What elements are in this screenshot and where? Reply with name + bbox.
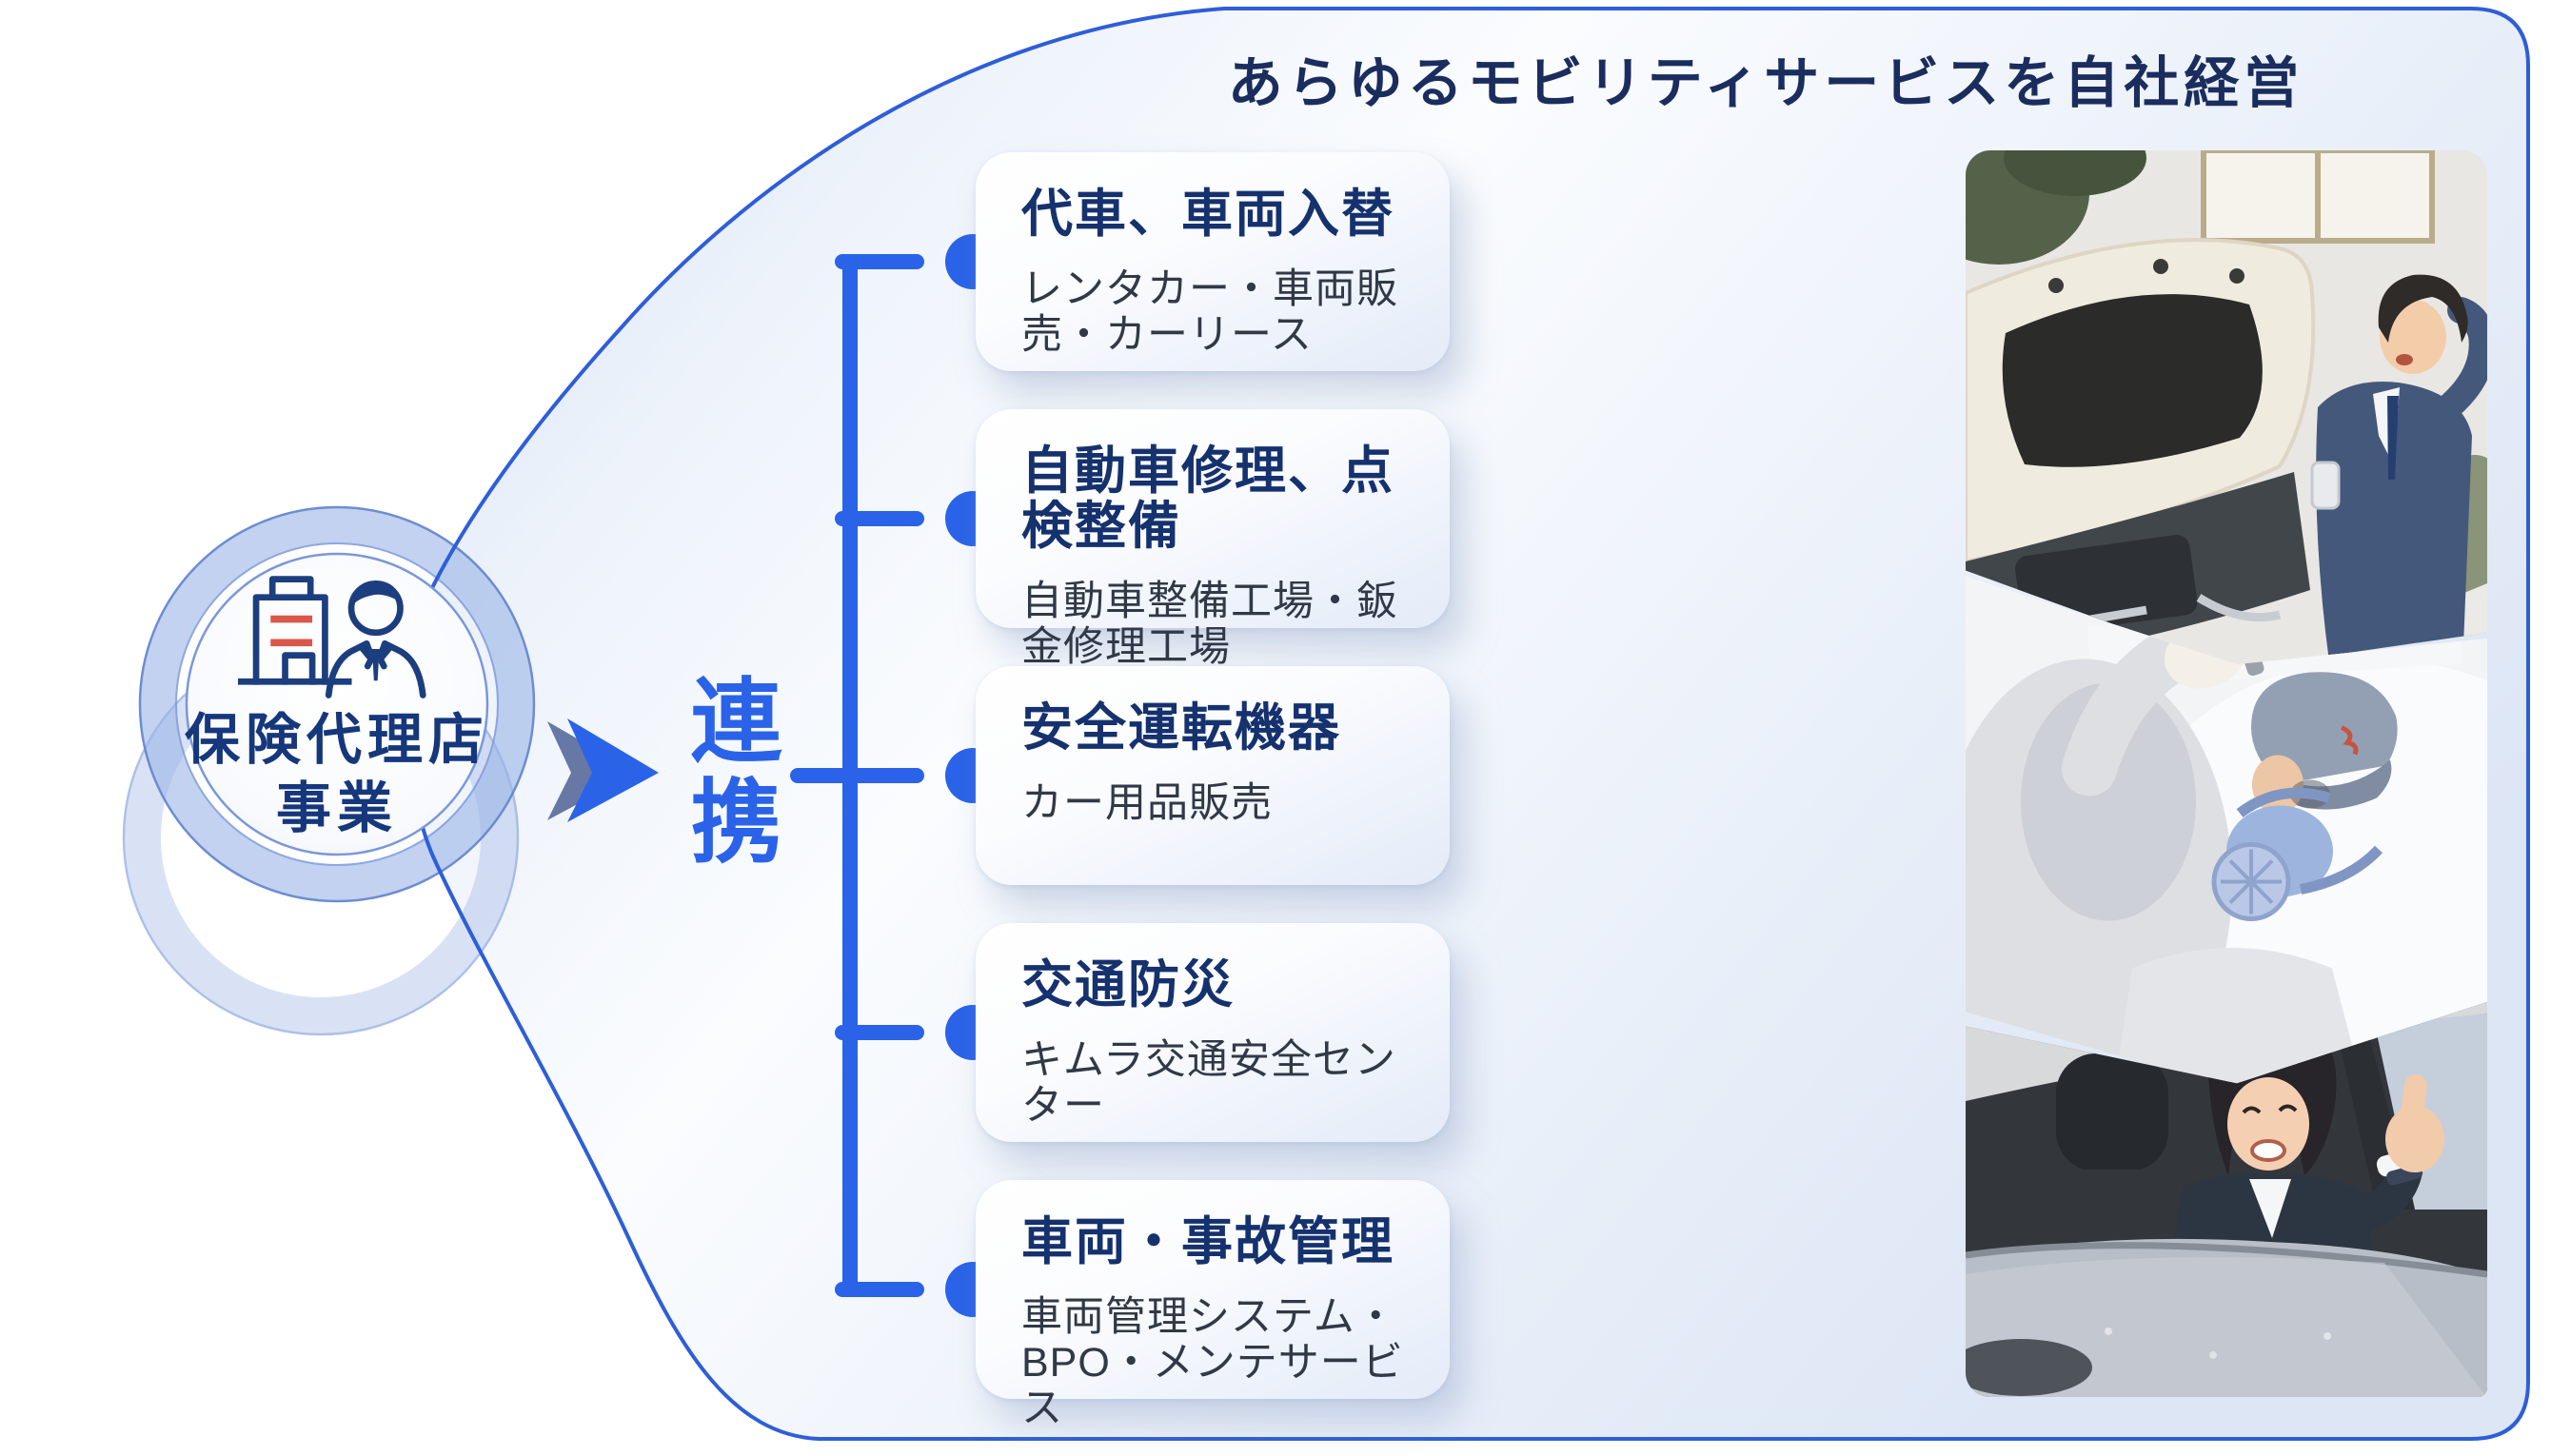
building-outline xyxy=(252,594,328,685)
photo-1-illustration xyxy=(1966,150,2487,669)
collaboration-label: 連携 xyxy=(677,673,779,875)
source-ring-outer-edge xyxy=(138,505,536,903)
page-title: あらゆるモビリティサービスを自社経営 xyxy=(1227,52,2304,114)
arrow-icon xyxy=(567,718,659,822)
source-label-line1: 保険代理店 xyxy=(184,709,489,771)
speech-funnel-border xyxy=(406,7,2530,1441)
auto-body-painter-spraying-photo xyxy=(1966,576,2487,1090)
service-subtitle: 自動車整備工場・鈑金修理工場 xyxy=(1021,579,1398,670)
building-door xyxy=(282,652,316,685)
businessman-phone-broken-car-photo xyxy=(1966,150,2487,669)
service-subtitle: 車両管理システム・BPO・メンテサービス xyxy=(1021,1294,1404,1431)
service-title: 車両・事故管理 xyxy=(1021,1213,1394,1270)
service-title: 交通防災 xyxy=(1021,956,1235,1013)
connector-tree xyxy=(790,254,924,1297)
service-card-traffic-safety: 交通防災 キムラ交通安全センター xyxy=(976,923,1450,1142)
service-card-safety-equipment: 安全運転機器 カー用品販売 xyxy=(976,666,1450,885)
source-business-label: 保険代理店 事業 xyxy=(147,706,527,843)
building-roof-box xyxy=(268,576,314,600)
photo-3-illustration xyxy=(1966,1001,2487,1397)
source-circle xyxy=(185,552,489,856)
source-ring xyxy=(139,506,535,902)
driver-thumbs-up-photo xyxy=(1966,1001,2487,1397)
agent-hair xyxy=(352,580,401,606)
photo-2-illustration xyxy=(1966,576,2487,1090)
agent-lapels xyxy=(359,644,393,670)
service-title: 代車、車両入替 xyxy=(1021,186,1394,243)
agent-tie xyxy=(371,648,380,681)
service-card-daisha: 代車、車両入替 レンタカー・車両販売・カーリース xyxy=(976,152,1450,371)
service-title: 自動車修理、点検整備 xyxy=(1021,443,1394,555)
service-subtitle: レンタカー・車両販売・カーリース xyxy=(1021,266,1398,358)
service-title: 安全運転機器 xyxy=(1021,699,1341,757)
source-label-line2: 事業 xyxy=(275,777,398,839)
service-subtitle: カー用品販売 xyxy=(1021,780,1273,826)
service-subtitle: キムラ交通安全センター xyxy=(1021,1037,1396,1129)
service-card-repair: 自動車修理、点検整備 自動車整備工場・鈑金修理工場 xyxy=(976,409,1450,670)
service-card-fleet-management: 車両・事故管理 車両管理システム・BPO・メンテサービス xyxy=(976,1180,1450,1431)
office-building-and-agent-icon xyxy=(238,576,426,698)
source-ring-inner-edge xyxy=(175,542,499,866)
